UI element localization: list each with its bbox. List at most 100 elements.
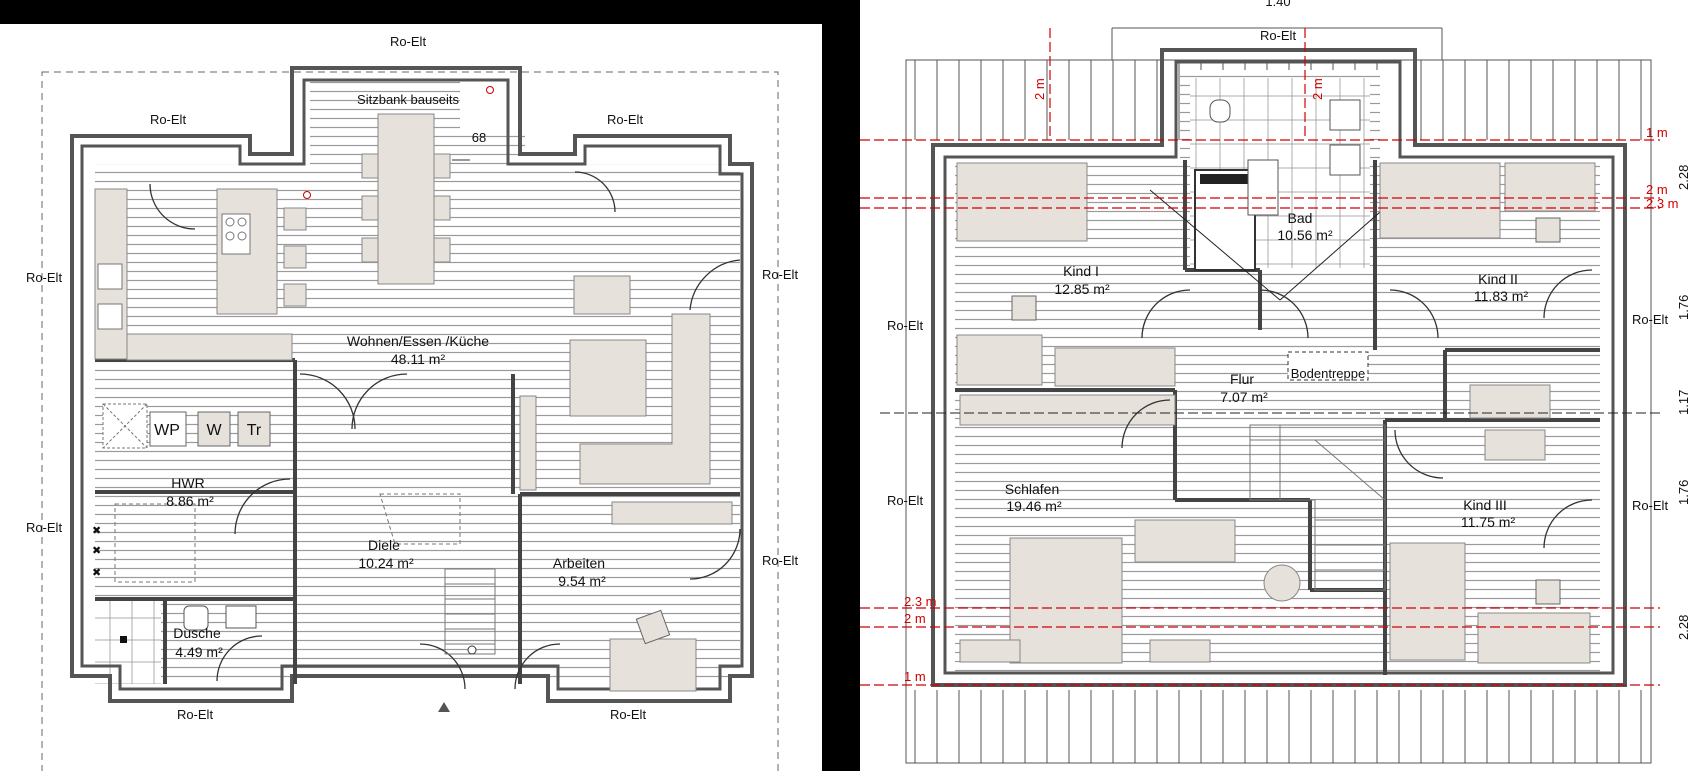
dimension-68-label: 68 bbox=[472, 130, 486, 145]
side-dimensions: 2.28 1.76 1.17 1.76 2.28 bbox=[1676, 165, 1691, 640]
desk-chair-kind1 bbox=[1011, 295, 1037, 321]
side-table bbox=[573, 275, 631, 315]
window-label-w2: Ro-Elt bbox=[26, 520, 63, 535]
room-area-diele: 10.24 m² bbox=[358, 555, 414, 571]
office-desk bbox=[609, 638, 697, 692]
desk-chair-kind2 bbox=[1535, 217, 1561, 243]
room-name-kind3: Kind III bbox=[1463, 497, 1507, 513]
bench-label: Sitzbank bauseits bbox=[357, 92, 459, 107]
side-dim-3: 1.17 bbox=[1676, 390, 1691, 415]
attic-hatch-label: Bodentreppe bbox=[1291, 366, 1365, 381]
room-area-flur: 7.07 m² bbox=[1220, 389, 1268, 405]
bar-stools bbox=[283, 207, 307, 307]
sofa bbox=[579, 313, 711, 485]
roof-outline bbox=[905, 59, 1652, 764]
stove-icon bbox=[221, 213, 251, 255]
room-area-hwr: 8.86 m² bbox=[166, 493, 214, 509]
height-label-2m-right: 2 m bbox=[1310, 78, 1325, 100]
washbasin-fixtures bbox=[183, 605, 257, 631]
bath-fixtures bbox=[1209, 99, 1361, 176]
height-label-2m-top: 2 m bbox=[1646, 182, 1668, 197]
round-table bbox=[1263, 564, 1301, 602]
hwr-fixtures: ✖ ✖ ✖ bbox=[92, 525, 101, 579]
room-area-living: 48.11 m² bbox=[391, 351, 446, 367]
room-name-schlafen: Schlafen bbox=[1005, 481, 1059, 497]
room-name-flur: Flur bbox=[1230, 371, 1254, 387]
room-name-hwr: HWR bbox=[171, 475, 204, 491]
side-dim-5: 2.28 bbox=[1676, 615, 1691, 640]
roof-rafters-bottom bbox=[906, 690, 1651, 763]
shower-channel bbox=[1200, 174, 1250, 184]
stairs bbox=[379, 493, 496, 655]
window-label-w1: Ro-Elt bbox=[887, 318, 924, 333]
height-label-1m-top: 1 m bbox=[1646, 125, 1668, 140]
window-label-ne: Ro-Elt bbox=[607, 112, 644, 127]
ground-floor-plan: ✖ ✖ ✖ Ro-Elt Ro-Elt Ro-Elt Ro-Elt Ro-Elt R… bbox=[0, 24, 822, 771]
window-label-w1: Ro-Elt bbox=[26, 270, 63, 285]
sink-icon bbox=[97, 263, 123, 290]
room-name-bad: Bad bbox=[1288, 210, 1313, 226]
wp-appliance bbox=[149, 411, 187, 447]
height-label-1m-bottom: 1 m bbox=[904, 669, 926, 684]
window-label-e2: Ro-Elt bbox=[762, 553, 799, 568]
window-label-e2: Ro-Elt bbox=[1632, 498, 1669, 513]
room-name-living: Wohnen/Essen /Küche bbox=[347, 333, 489, 349]
dining-chairs bbox=[361, 153, 451, 263]
window-label-se: Ro-Elt bbox=[610, 707, 647, 722]
office-shelf bbox=[611, 501, 733, 525]
washer-appliance bbox=[197, 411, 231, 447]
bathtub-shower bbox=[1194, 169, 1256, 271]
upper-floor-plan: 1.40 Ro-Elt Ro-Elt Ro-Elt Ro-Elt Ro-Elt … bbox=[860, 0, 1700, 771]
wp-label: WP bbox=[154, 422, 180, 439]
room-name-kind2: Kind II bbox=[1478, 271, 1518, 287]
room-name-dusche: Dusche bbox=[173, 625, 221, 641]
tv-board bbox=[519, 395, 537, 491]
svg-text:✖: ✖ bbox=[92, 525, 101, 537]
tr-label: Tr bbox=[247, 422, 262, 439]
height-label-2m-bottom: 2 m bbox=[904, 611, 926, 626]
property-outline bbox=[41, 71, 779, 771]
window-label-e1: Ro-Elt bbox=[1632, 312, 1669, 327]
window-label-w2: Ro-Elt bbox=[887, 493, 924, 508]
door-swings bbox=[1121, 269, 1593, 549]
desk-chair-kind3 bbox=[1535, 579, 1561, 605]
height-label-2m-left: 2 m bbox=[1032, 78, 1047, 100]
room-name-arbeiten: Arbeiten bbox=[553, 555, 605, 571]
room-area-bad: 10.56 m² bbox=[1277, 227, 1333, 243]
room-area-arbeiten: 9.54 m² bbox=[558, 573, 606, 589]
room-area-kind2: 11.83 m² bbox=[1474, 288, 1529, 304]
side-dim-1: 2.28 bbox=[1676, 165, 1691, 190]
side-dim-4: 1.76 bbox=[1676, 480, 1691, 505]
entrance-arrow-icon bbox=[438, 702, 450, 712]
hwr-storage bbox=[114, 503, 196, 583]
upper-floor-svg: 1.40 Ro-Elt Ro-Elt Ro-Elt Ro-Elt Ro-Elt … bbox=[860, 0, 1691, 764]
sink-icon-2 bbox=[97, 303, 123, 330]
ground-floor-svg: ✖ ✖ ✖ Ro-Elt Ro-Elt Ro-Elt Ro-Elt Ro-Elt R… bbox=[26, 34, 799, 771]
height-label-23m-top: 2.3 m bbox=[1646, 196, 1679, 211]
room-area-kind1: 12.85 m² bbox=[1054, 281, 1110, 297]
room-area-dusche: 4.49 m² bbox=[175, 644, 223, 660]
outer-wall bbox=[70, 66, 754, 703]
door-swings bbox=[149, 171, 741, 690]
window-label-e1: Ro-Elt bbox=[762, 267, 799, 282]
window-label-sw: Ro-Elt bbox=[177, 707, 214, 722]
window-label-top: Ro-Elt bbox=[1260, 28, 1297, 43]
room-area-schlafen: 19.46 m² bbox=[1006, 498, 1062, 514]
shower-drain-icon bbox=[120, 636, 127, 643]
bath-partition bbox=[1247, 159, 1279, 216]
dining-table bbox=[377, 113, 435, 285]
dryer-appliance bbox=[237, 411, 271, 447]
w-label: W bbox=[206, 422, 222, 439]
svg-text:✖: ✖ bbox=[92, 545, 101, 557]
room-area-kind3: 11.75 m² bbox=[1461, 514, 1516, 530]
stair-start-marker bbox=[467, 645, 477, 655]
room-name-diele: Diele bbox=[368, 537, 400, 553]
smoke-detector-icons bbox=[303, 86, 494, 199]
slope-height-lines bbox=[860, 28, 1660, 686]
svg-text:✖: ✖ bbox=[92, 567, 101, 579]
window-label-nw: Ro-Elt bbox=[150, 112, 187, 127]
attic-hatch bbox=[1287, 351, 1369, 381]
dormer-outline bbox=[1111, 27, 1443, 60]
coffee-table bbox=[569, 339, 647, 417]
side-dim-2: 1.76 bbox=[1676, 295, 1691, 320]
